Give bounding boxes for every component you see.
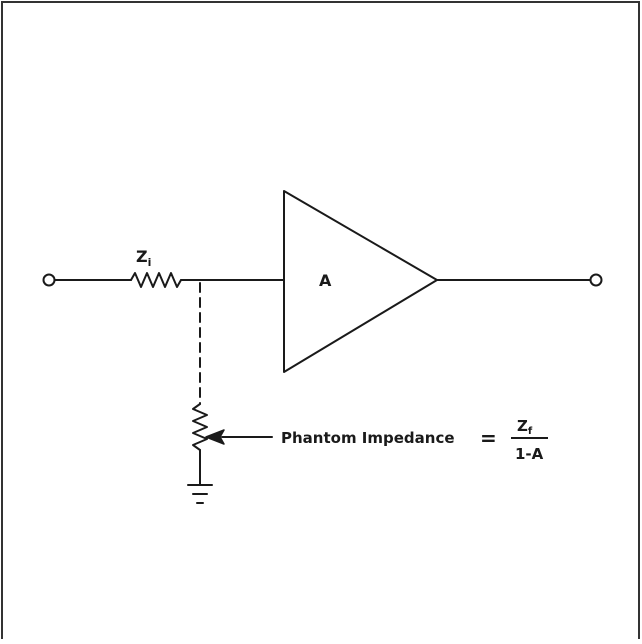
phantom-impedance-label: Phantom Impedance (281, 429, 455, 447)
phantom-resistor (192, 403, 208, 451)
input-impedance-label: Zi (136, 247, 151, 269)
amplifier-triangle (283, 190, 438, 373)
amplifier-gain-label: A (319, 271, 332, 290)
wiper-arrowhead (205, 429, 225, 445)
equals-sign: = (480, 426, 497, 450)
input-terminal (42, 273, 56, 287)
input-resistor (130, 272, 182, 288)
output-terminal (589, 273, 603, 287)
fraction-numerator: Zf (517, 417, 533, 437)
fraction-denominator: 1-A (515, 445, 544, 463)
